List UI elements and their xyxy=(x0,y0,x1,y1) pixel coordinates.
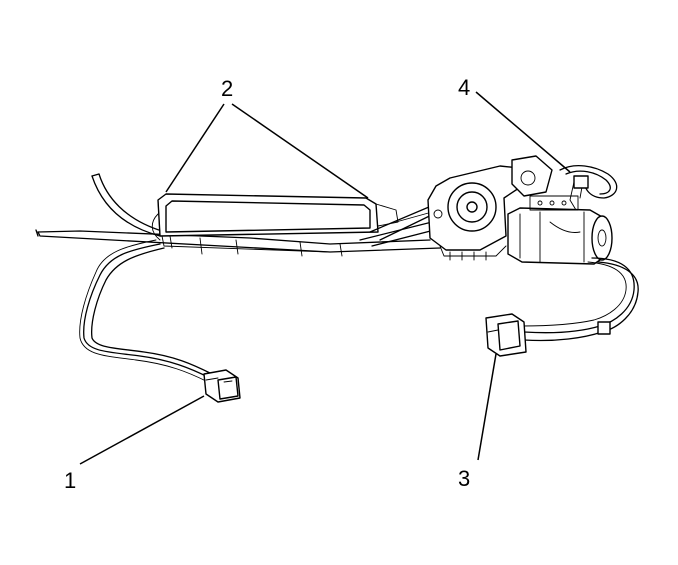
electric-motor xyxy=(507,195,613,265)
wire-to-connector-3 xyxy=(521,257,639,342)
leader-line-4 xyxy=(475,91,571,173)
leader-line-3 xyxy=(477,353,497,461)
callout-3: 3 xyxy=(458,466,470,491)
leader-line-1 xyxy=(79,395,205,465)
callout-4: 4 xyxy=(458,75,470,100)
connector-3 xyxy=(485,313,527,357)
leader-line-2a xyxy=(165,103,225,193)
leader-line-2b xyxy=(231,103,369,199)
callout-1: 1 xyxy=(64,468,76,493)
top-wire-bundle xyxy=(559,164,618,211)
connector-1 xyxy=(203,369,241,403)
module-2 xyxy=(151,193,399,257)
gear-motor xyxy=(427,155,553,261)
callout-2: 2 xyxy=(221,76,233,101)
harness-rod xyxy=(35,229,441,253)
wire-to-connector-1 xyxy=(79,239,213,383)
leader-lines xyxy=(79,91,571,465)
free-wire-end xyxy=(91,173,166,237)
